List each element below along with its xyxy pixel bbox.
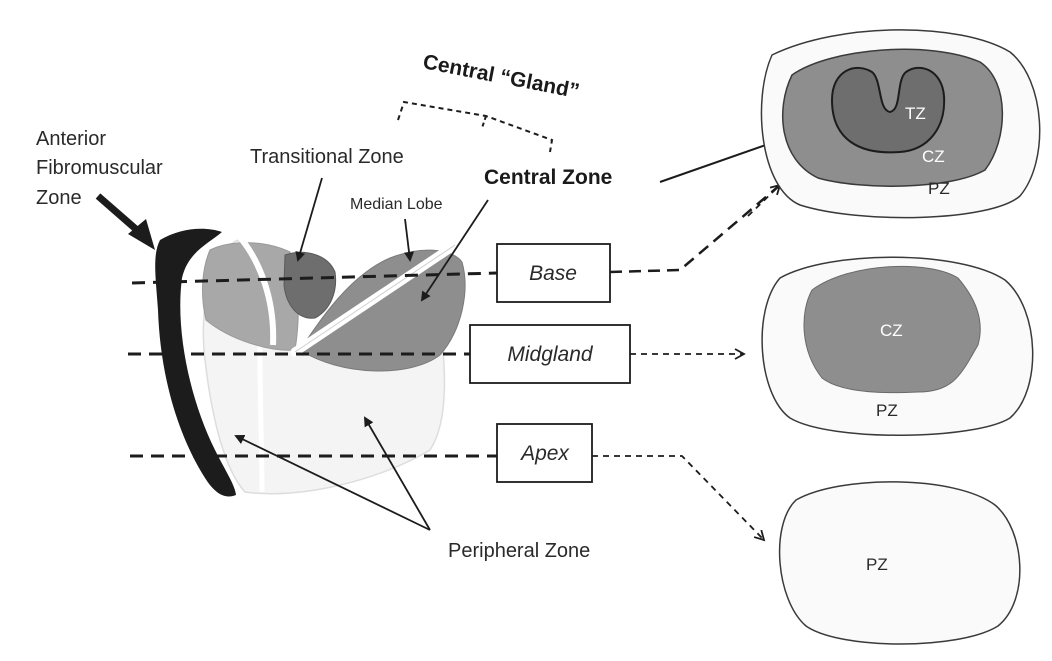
central-zone-shape: [299, 249, 466, 372]
sagittal-prostate: [155, 228, 466, 497]
midgland-cz-region: [803, 265, 981, 394]
central-gland-label: Central “Gland”: [421, 50, 581, 103]
base-tz-label: TZ: [905, 104, 926, 123]
midgland-cz-label: CZ: [880, 321, 903, 340]
transitional-zone-text: Transitional Zone: [250, 146, 404, 168]
apex-pz-label: PZ: [866, 555, 888, 574]
axial-section-apex: PZ: [778, 481, 1021, 645]
median-lobe-text: Median Lobe: [350, 196, 443, 213]
level-lines: [128, 183, 782, 542]
anterior-label-line3: Zone: [36, 187, 82, 209]
anterior-fibromuscular-label: Anterior Fibromuscular Zone: [36, 128, 163, 250]
median-lobe-label: Median Lobe: [350, 196, 443, 262]
base-tz-region: [830, 67, 946, 154]
anterior-label-line1: Anterior: [36, 128, 106, 150]
midgland-pz-label: PZ: [876, 401, 898, 420]
axial-section-midgland: CZ PZ: [761, 256, 1034, 436]
central-gland-bracket: Central “Gland”: [397, 50, 581, 153]
transitional-zone-shape: [283, 251, 337, 319]
level-label-midgland: Midgland: [507, 343, 594, 366]
central-zone-label: Central Zone: [420, 137, 782, 302]
axial-section-base: TZ CZ PZ: [760, 29, 1041, 219]
central-zone-text: Central Zone: [484, 166, 612, 189]
base-cz-label: CZ: [922, 147, 945, 166]
level-box-base: Base: [496, 243, 611, 303]
level-box-apex: Apex: [496, 423, 593, 483]
level-label-base: Base: [529, 262, 577, 285]
anterior-label-line2: Fibromuscular: [36, 157, 163, 179]
peripheral-zone-label: Peripheral Zone: [234, 416, 590, 562]
apex-pz-outline: [778, 481, 1021, 645]
level-label-apex: Apex: [519, 442, 570, 465]
level-box-midgland: Midgland: [469, 324, 631, 384]
anterior-fibromuscular-stroma: [155, 228, 236, 497]
transitional-zone-label: Transitional Zone: [250, 146, 404, 262]
peripheral-zone-text: Peripheral Zone: [448, 540, 590, 562]
base-pz-label: PZ: [928, 179, 950, 198]
